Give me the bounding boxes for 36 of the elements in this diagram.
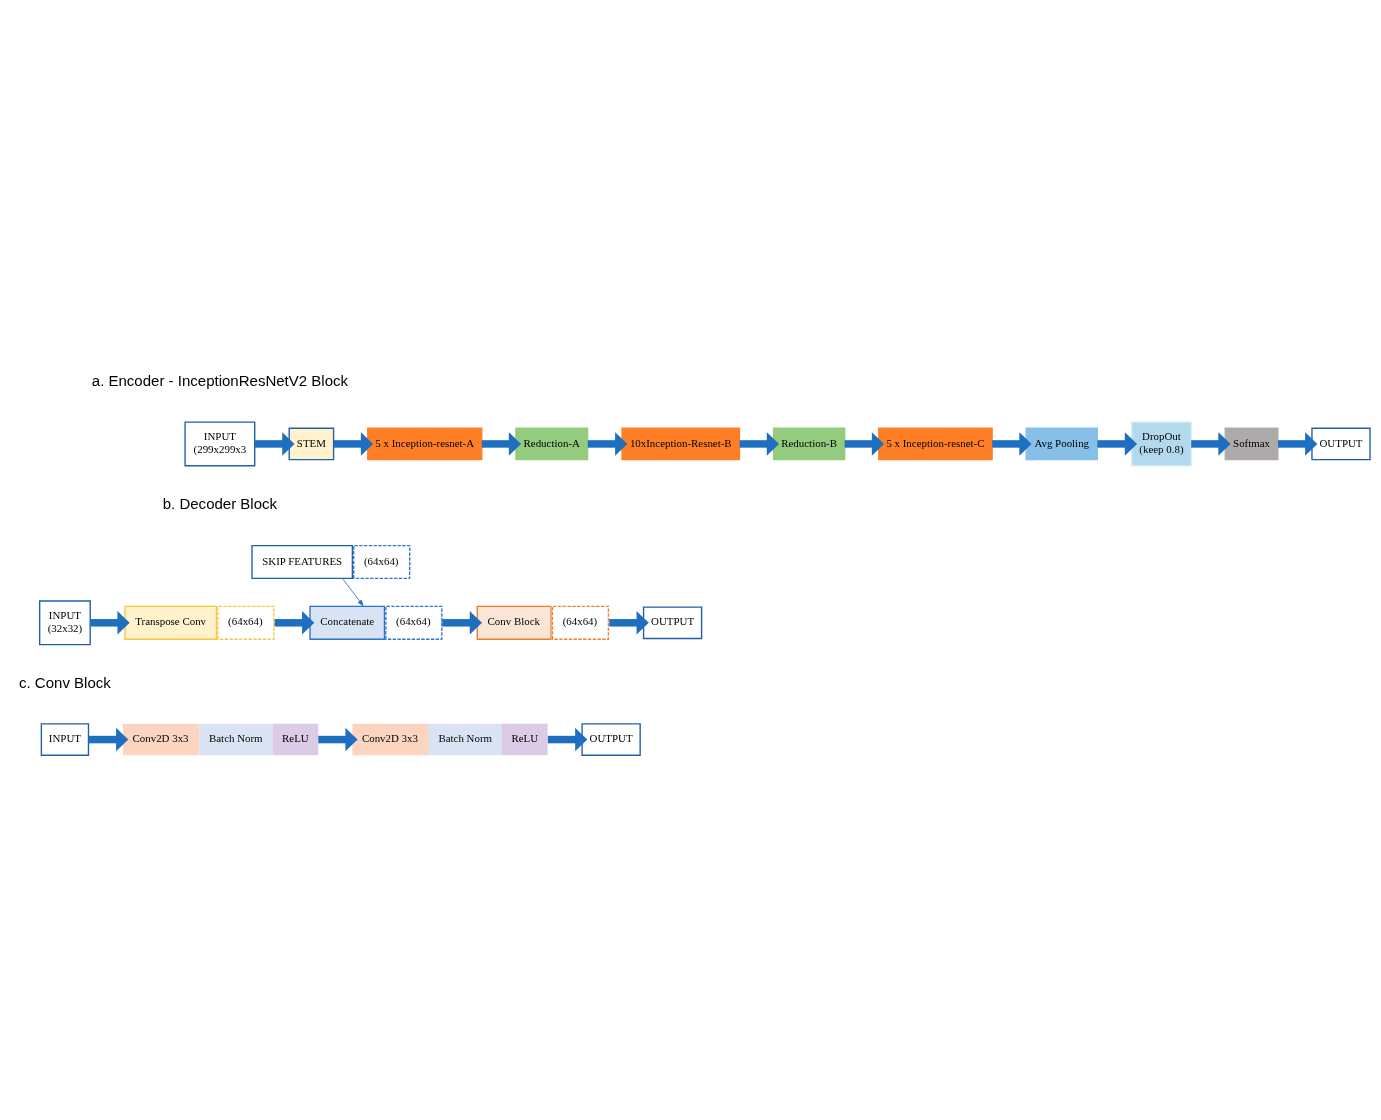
arrow [481, 432, 522, 456]
arrow [88, 727, 129, 752]
arrow [342, 578, 364, 607]
arrow [992, 432, 1032, 456]
node-box: Avg Pooling [1025, 427, 1098, 461]
arrow [587, 432, 628, 456]
arrow [318, 727, 358, 752]
label: b. Decoder Block [162, 495, 278, 513]
arrow [609, 611, 649, 635]
node-box: Reduction-B [772, 427, 846, 461]
arrow [254, 432, 295, 456]
label: c. Conv Block [19, 674, 111, 692]
node-box: OUTPUT [581, 723, 641, 756]
arrow [90, 611, 130, 635]
arrow [442, 611, 483, 635]
arrow [844, 432, 885, 456]
node-box: 5 x Inception-resnet-A [367, 427, 483, 461]
node-box: DropOut (keep 0.8) [1131, 421, 1192, 467]
node-box: OUTPUT [1311, 427, 1371, 461]
arrow [1097, 432, 1138, 456]
node-box: OUTPUT [642, 606, 703, 640]
node-box: INPUT (299x299x3 [184, 421, 256, 467]
arrow [274, 611, 315, 635]
arrow [333, 432, 374, 456]
arrow [1191, 432, 1231, 456]
arrow [1277, 432, 1318, 456]
node-box: INPUT (32x32) [38, 600, 91, 646]
node-box: Reduction-A [515, 427, 589, 461]
node-box: INPUT [40, 723, 90, 756]
label: a. Encoder - InceptionResNetV2 Block [91, 372, 349, 390]
arrow [547, 727, 588, 752]
node-box: Softmax [1224, 427, 1279, 461]
node-box: 5 x Inception-resnet-C [878, 427, 993, 461]
node-box: 10xInception-Resnet-B [621, 427, 741, 461]
arrow [739, 432, 779, 456]
node-box: STEM [288, 427, 335, 461]
